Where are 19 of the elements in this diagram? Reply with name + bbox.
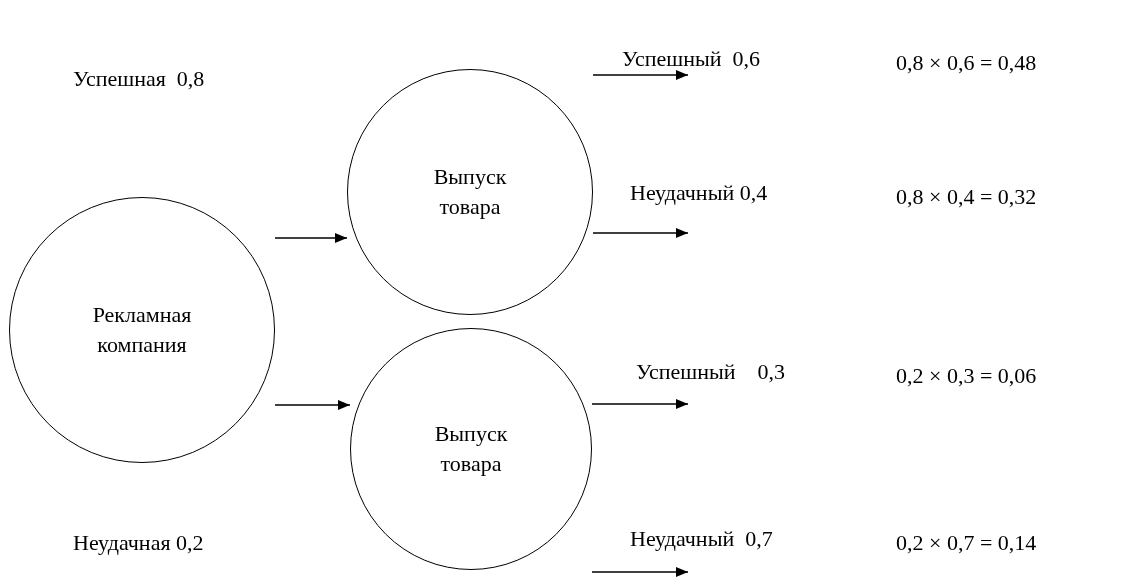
probability-label: Успешная 0,8 <box>73 65 205 93</box>
node-label: Рекламная компания <box>91 301 193 359</box>
arrow <box>274 233 348 243</box>
arrow <box>592 70 689 80</box>
arrow <box>591 567 689 577</box>
arrow <box>592 228 689 238</box>
probability-label: Неудачная 0,2 <box>73 529 204 557</box>
outcome-label: Успешный 0,3 <box>636 359 785 385</box>
outcome-label: Неудачный 0,7 <box>630 526 773 552</box>
arrow <box>274 400 351 410</box>
probability-label: 0,2 × 0,7 = 0,14 <box>896 529 1037 557</box>
probability-label: 0,8 × 0,4 = 0,32 <box>896 183 1037 211</box>
node-label: Выпуск товара <box>432 163 508 221</box>
outcome-label: Неудачный 0,4 <box>630 180 768 206</box>
outcome-label: Успешный 0,6 <box>622 46 760 72</box>
probability-label: 0,8 × 0,6 = 0,48 <box>896 49 1037 77</box>
node-label: Выпуск товара <box>433 420 509 478</box>
arrow <box>591 399 689 409</box>
probability-label: 0,2 × 0,3 = 0,06 <box>896 362 1037 390</box>
